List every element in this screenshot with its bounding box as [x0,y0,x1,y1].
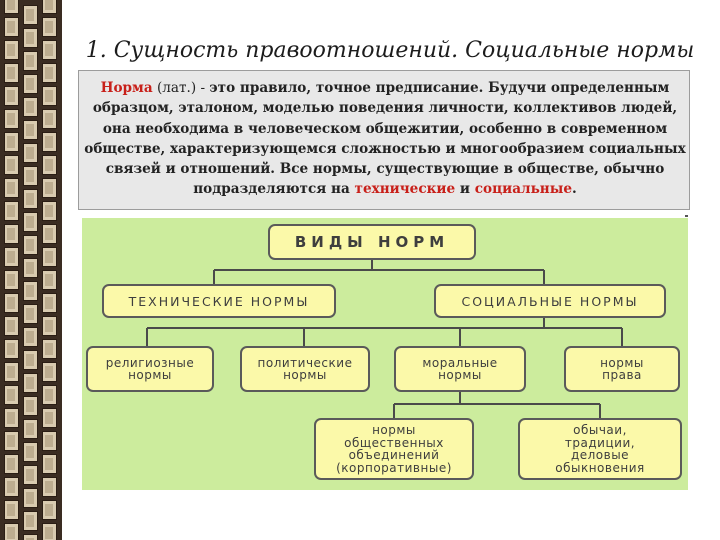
border-tile [23,235,38,255]
border-tile [23,5,38,25]
node-norm-types: ВИДЫ НОРМ [268,224,476,260]
border-tile [42,109,57,129]
border-tile [23,28,38,48]
border-tile [4,316,19,336]
border-tile [4,385,19,405]
border-tile [4,224,19,244]
border-tile [42,132,57,152]
border-tile [4,339,19,359]
border-tile [23,120,38,140]
decorative-border-left [0,0,62,540]
node-corporate-norms: нормы общественных объединений (корпорат… [314,418,474,480]
node-political-norms: политические нормы [240,346,370,392]
norm-types-diagram: ВИДЫ НОРМ ТЕХНИЧЕСКИЕ НОРМЫ СОЦИАЛЬНЫЕ Н… [82,218,688,490]
border-tile [42,40,57,60]
border-tile [23,396,38,416]
border-tile [23,304,38,324]
border-tile [42,270,57,290]
definition-text: Норма (лат.) - это правило, точное предп… [84,78,686,200]
border-tile [23,511,38,531]
node-technical-norms: ТЕХНИЧЕСКИЕ НОРМЫ [102,284,336,318]
border-tile [4,270,19,290]
border-tile [42,63,57,83]
border-tile [23,258,38,278]
border-tile [4,63,19,83]
border-tile [4,40,19,60]
border-tile [23,74,38,94]
node-customs-traditions: обычаи, традиции, деловые обыкновения [518,418,682,480]
border-tile [23,143,38,163]
border-tile [42,86,57,106]
border-tile [4,247,19,267]
border-tile [42,316,57,336]
border-tile [4,201,19,221]
border-tile [42,339,57,359]
border-tile [23,442,38,462]
divider-mark [685,215,688,217]
border-tile [4,17,19,37]
border-tile [4,454,19,474]
definition-body: это правило, точное предписание. Будучи … [84,80,686,198]
border-tile [4,178,19,198]
definition-box [78,70,690,210]
border-tile [23,534,38,540]
border-tile [23,465,38,485]
border-tile [42,17,57,37]
border-tile [42,0,57,14]
border-tile [42,408,57,428]
border-tile [4,293,19,313]
border-tile [4,109,19,129]
border-tile [42,362,57,382]
slide-title: 1. Сущность правоотношений. Социальные н… [85,38,695,63]
border-tile [4,477,19,497]
node-law-norms: нормы права [564,346,680,392]
border-tile [42,523,57,540]
border-tile [42,385,57,405]
border-tile [42,477,57,497]
border-tile [4,362,19,382]
border-tile [23,189,38,209]
term-technical: технические [354,181,456,198]
border-tile [42,247,57,267]
border-tile [23,281,38,301]
node-social-norms: СОЦИАЛЬНЫЕ НОРМЫ [434,284,666,318]
border-tile [42,178,57,198]
term-origin: (лат.) - [152,80,210,96]
border-tile [23,212,38,232]
border-tile [4,523,19,540]
term-social: социальные [474,181,573,198]
border-column [22,0,39,540]
border-tile [42,224,57,244]
border-tile [4,431,19,451]
definition-end: . [572,181,577,198]
term-norm: Норма [100,80,153,96]
border-tile [23,488,38,508]
border-tile [42,500,57,520]
border-tile [42,431,57,451]
border-tile [23,373,38,393]
border-tile [42,155,57,175]
border-tile [4,86,19,106]
border-tile [23,166,38,186]
border-tile [4,132,19,152]
border-tile [42,293,57,313]
border-tile [4,155,19,175]
border-tile [23,97,38,117]
border-tile [42,201,57,221]
border-tile [23,327,38,347]
node-moral-norms: моральные нормы [394,346,526,392]
border-tile [4,0,19,14]
definition-conj: и [455,181,475,198]
border-column [3,0,20,540]
node-religious-norms: религиозные нормы [86,346,214,392]
border-tile [42,454,57,474]
border-tile [23,419,38,439]
border-tile [23,51,38,71]
border-tile [23,350,38,370]
border-column [41,0,58,540]
border-tile [4,408,19,428]
border-tile [4,500,19,520]
diagram-connectors [146,260,623,418]
